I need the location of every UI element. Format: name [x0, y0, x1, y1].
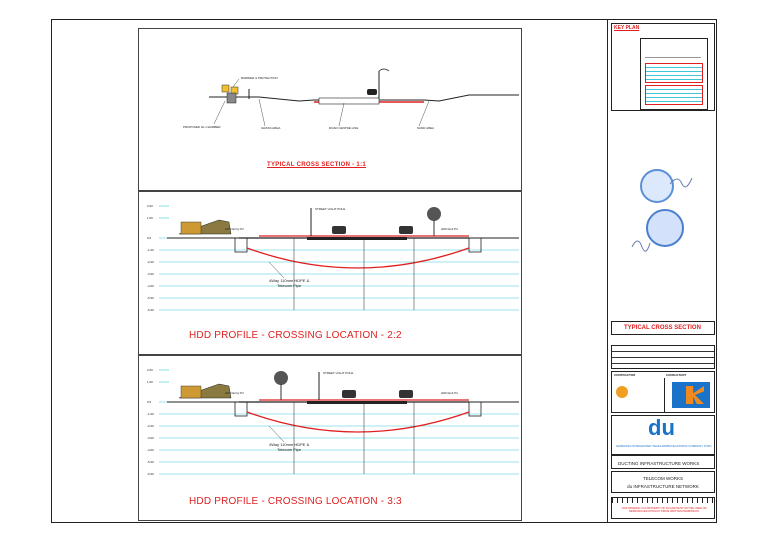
level-tick: 1.00 [147, 380, 153, 384]
section-title-2: HDD PROFILE - CROSSING LOCATION - 2:2 [189, 330, 402, 341]
level-tick: -4.00 [147, 284, 154, 288]
project-box: DUCTING INFRASTRUCTURE WORKS [611, 455, 715, 469]
client-name: EMIRATES INTEGRATED TELECOMMUNICATIONS C… [616, 444, 712, 448]
exit-pit-label: HDD Exit Pit [441, 391, 458, 395]
signatures [631, 177, 693, 252]
level-tick: -2.00 [147, 260, 154, 264]
level-tick: -1.00 [147, 412, 154, 416]
chamber-label: PROPOSED GL CHAMBER [183, 125, 221, 129]
revision-table [611, 345, 715, 369]
road-centre-label: ROAD CENTRE LINE [329, 126, 359, 130]
level-tick: -6.00 [147, 472, 154, 476]
key-plan-title: KEY PLAN [614, 25, 640, 31]
exit-pit-label: HDD Exit Pit [441, 227, 458, 231]
street-light-label: STREET LIGHT POLE [315, 207, 346, 211]
hdd-profile-2-drawing [159, 205, 519, 311]
official-stamp-1 [640, 169, 674, 203]
level-tick: -4.00 [147, 448, 154, 452]
contractor-logo [616, 386, 628, 398]
title-block: KEY PLAN TYPICAL CROSS SECTION CONTRACTO… [607, 19, 717, 523]
street-light-label: STREET LIGHT POLE [323, 371, 354, 375]
key-plan-thumbnails [640, 38, 708, 110]
consultant-label: CONSULTANT [666, 373, 687, 377]
level-tick: -3.00 [147, 272, 154, 276]
level-tick: -1.00 [147, 248, 154, 252]
level-tick: -5.00 [147, 296, 154, 300]
level-tick: 0.0 [147, 400, 152, 404]
contractor-consultant-box: CONTRACTOR CONSULTANT [611, 371, 715, 413]
level-tick: -6.00 [147, 308, 154, 312]
section-name-box: TYPICAL CROSS SECTION [611, 321, 715, 335]
grass-label: GRASS AREA [261, 126, 281, 130]
key-plan-box: KEY PLAN [611, 23, 715, 111]
level-tick: -3.00 [147, 436, 154, 440]
drawing-title-box: TELECOM WORKS du INFRASTRUCTURE NETWORK [611, 471, 715, 493]
client-logo: du [648, 415, 675, 440]
official-stamp-2 [646, 209, 684, 247]
hdd-profile-3-panel: 2.00 1.00 0.0 -1.00 -2.00 -3.00 -4.00 -5… [138, 355, 522, 521]
cross-section-drawing [209, 68, 519, 127]
section-name: TYPICAL CROSS SECTION [624, 325, 701, 331]
entry-pit-label: HDD Entry Pit [225, 391, 244, 395]
contractor-label: CONTRACTOR [614, 373, 636, 377]
level-tick: -2.00 [147, 424, 154, 428]
barrier-label: BARRIER & PROTECTION [241, 76, 278, 80]
section-title-3: HDD PROFILE - CROSSING LOCATION - 3:3 [189, 496, 402, 507]
pipe-label: 4Way 110mm HDPE & Telecom Pipe [269, 278, 310, 288]
hdd-profile-3-drawing [159, 369, 519, 475]
pipe-label: 4Way 110mm HDPE & Telecom Pipe [269, 442, 310, 452]
drawing-title-2: du INFRASTRUCTURE NETWORK [627, 484, 699, 489]
footer-grid [612, 498, 714, 503]
section-title-1: TYPICAL CROSS SECTION - 1:1 [267, 162, 367, 168]
sand-label: SAND AREA [417, 126, 435, 130]
level-tick: 2.00 [147, 368, 153, 372]
client-box: du EMIRATES INTEGRATED TELECOMMUNICATION… [611, 415, 715, 455]
level-tick: 2.00 [147, 204, 153, 208]
level-tick: 1.00 [147, 216, 153, 220]
hdd-profile-2-panel: 2.00 1.00 0.0 -1.00 -2.00 -3.00 -4.00 -5… [138, 191, 522, 355]
project-name: DUCTING INFRASTRUCTURE WORKS [618, 461, 700, 466]
consultant-logo [672, 382, 710, 408]
footer-box: THIS DRAWING IS A PROPERTY OF DU AND MUS… [611, 497, 715, 519]
typical-cross-section-panel: BARRIER & PROTECTION PROPOSED GL CHAMBER… [138, 28, 522, 191]
drawing-title-1: TELECOM WORKS [642, 476, 683, 481]
entry-pit-label: HDD Entry Pit [225, 227, 244, 231]
level-tick: -5.00 [147, 460, 154, 464]
footer-note: THIS DRAWING IS A PROPERTY OF DU AND MUS… [621, 507, 707, 514]
level-tick: 0.0 [147, 236, 152, 240]
